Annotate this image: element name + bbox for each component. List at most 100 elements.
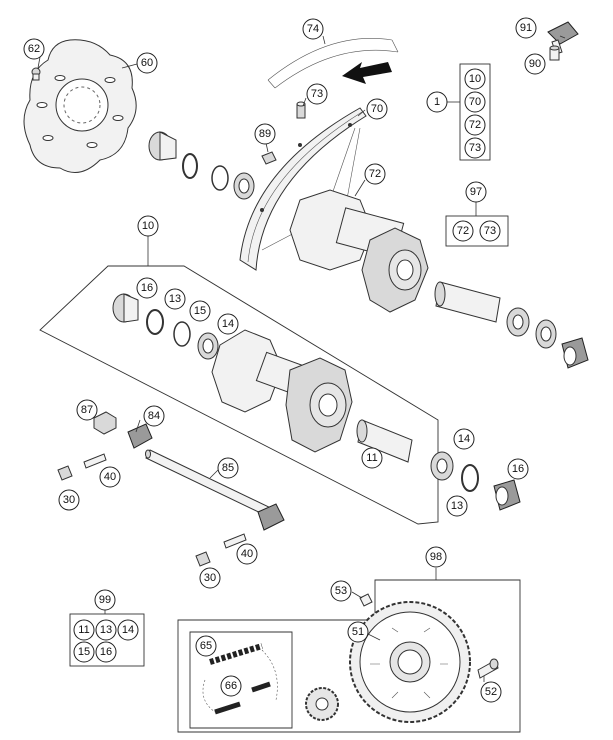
upper-bearing-1 xyxy=(506,307,530,337)
callout-91: 91 xyxy=(515,17,537,39)
callout-11: 11 xyxy=(361,447,383,469)
callout-74: 74 xyxy=(302,18,324,40)
svg-text:97: 97 xyxy=(470,186,482,198)
upper-seal xyxy=(561,337,589,369)
kit-99-item-16: 16 xyxy=(95,641,117,663)
callout-66: 66 xyxy=(220,675,242,697)
svg-text:51: 51 xyxy=(352,626,364,638)
svg-text:90: 90 xyxy=(529,58,541,70)
svg-text:11: 11 xyxy=(78,624,89,636)
front-sprocket xyxy=(305,687,339,721)
svg-text:13: 13 xyxy=(100,624,112,636)
svg-text:74: 74 xyxy=(307,23,319,35)
svg-text:87: 87 xyxy=(81,404,93,416)
callout-30-lower: 30 xyxy=(199,567,221,589)
upper-left-bearing xyxy=(233,172,255,200)
callout-90: 90 xyxy=(524,53,546,75)
hub-left-ring xyxy=(146,309,164,335)
svg-text:11: 11 xyxy=(366,452,377,464)
adjuster-nut-upper xyxy=(57,465,73,481)
svg-text:70: 70 xyxy=(469,96,481,108)
callout-1: 1 xyxy=(426,91,448,113)
svg-text:30: 30 xyxy=(204,572,216,584)
svg-text:13: 13 xyxy=(169,293,181,305)
upper-left-seal xyxy=(148,131,177,161)
adjuster-nut-lower xyxy=(195,551,211,567)
callout-72: 72 xyxy=(364,163,386,185)
valve-nut xyxy=(549,45,560,61)
rim-strip xyxy=(267,38,399,89)
kit-1-box xyxy=(459,63,491,161)
kit-99-item-13: 13 xyxy=(95,619,117,641)
callout-87: 87 xyxy=(76,399,98,421)
svg-text:40: 40 xyxy=(104,471,116,483)
svg-text:16: 16 xyxy=(512,463,524,475)
svg-text:72: 72 xyxy=(457,225,469,237)
kit-97-item-72: 72 xyxy=(452,220,474,242)
adjuster-screw-lower xyxy=(223,533,247,549)
callout-52: 52 xyxy=(480,681,502,703)
kit-99-item-15: 15 xyxy=(73,641,95,663)
svg-text:14: 14 xyxy=(458,433,470,445)
callout-14-right: 14 xyxy=(453,428,475,450)
svg-text:85: 85 xyxy=(222,462,234,474)
hub-kit-outline xyxy=(39,265,439,525)
callout-70: 70 xyxy=(366,98,388,120)
kit-97-box xyxy=(445,215,509,247)
callout-14-left: 14 xyxy=(217,313,239,335)
callout-53: 53 xyxy=(330,580,352,602)
axle xyxy=(145,449,276,519)
wheel-hub-assembled xyxy=(289,189,429,313)
hub-right-seal xyxy=(493,479,521,511)
svg-text:14: 14 xyxy=(222,318,234,330)
kit-97-item-73: 73 xyxy=(479,220,501,242)
svg-text:72: 72 xyxy=(369,168,381,180)
chain-adjuster-left xyxy=(127,423,153,449)
chain xyxy=(202,643,278,713)
callout-16-left: 16 xyxy=(136,277,158,299)
svg-text:40: 40 xyxy=(241,548,253,560)
upper-left-ring xyxy=(182,153,198,179)
callout-51: 51 xyxy=(347,621,369,643)
svg-text:15: 15 xyxy=(194,305,206,317)
upper-bearing-2 xyxy=(535,319,557,349)
callout-98: 98 xyxy=(425,546,447,568)
kit-1-item-73: 73 xyxy=(464,137,486,159)
svg-text:15: 15 xyxy=(78,646,90,658)
svg-text:84: 84 xyxy=(148,410,160,422)
callout-13-left: 13 xyxy=(164,288,186,310)
svg-text:10: 10 xyxy=(469,73,481,85)
callout-62: 62 xyxy=(23,38,45,60)
hub-spacer xyxy=(356,419,413,463)
kit-99-item-14: 14 xyxy=(117,619,139,641)
kit-99-item-11: 11 xyxy=(73,619,95,641)
callout-89: 89 xyxy=(254,123,276,145)
svg-text:30: 30 xyxy=(63,494,75,506)
callout-73-top: 73 xyxy=(306,83,328,105)
callout-99: 99 xyxy=(94,589,116,611)
callout-13-right: 13 xyxy=(446,495,468,517)
callout-40-upper: 40 xyxy=(99,466,121,488)
svg-text:65: 65 xyxy=(200,640,212,652)
svg-text:73: 73 xyxy=(311,88,323,100)
adjuster-screw-upper xyxy=(83,453,107,469)
rim-lock-nut xyxy=(261,151,277,165)
svg-text:99: 99 xyxy=(99,594,111,606)
svg-text:60: 60 xyxy=(141,57,153,69)
sprocket-nut xyxy=(477,658,499,679)
direction-arrow xyxy=(342,62,392,84)
callout-10: 10 xyxy=(137,215,159,237)
upper-spacer xyxy=(434,281,501,323)
svg-text:53: 53 xyxy=(335,585,347,597)
callout-97: 97 xyxy=(465,181,487,203)
callout-16-right: 16 xyxy=(507,458,529,480)
svg-text:62: 62 xyxy=(28,43,40,55)
callout-85: 85 xyxy=(217,457,239,479)
rear-sprocket xyxy=(349,601,471,723)
svg-text:91: 91 xyxy=(520,22,532,34)
hub-left-bearing xyxy=(197,332,219,360)
svg-text:1: 1 xyxy=(434,96,440,108)
hub-right-ring xyxy=(461,464,479,492)
hub-left-circlip xyxy=(173,321,191,347)
